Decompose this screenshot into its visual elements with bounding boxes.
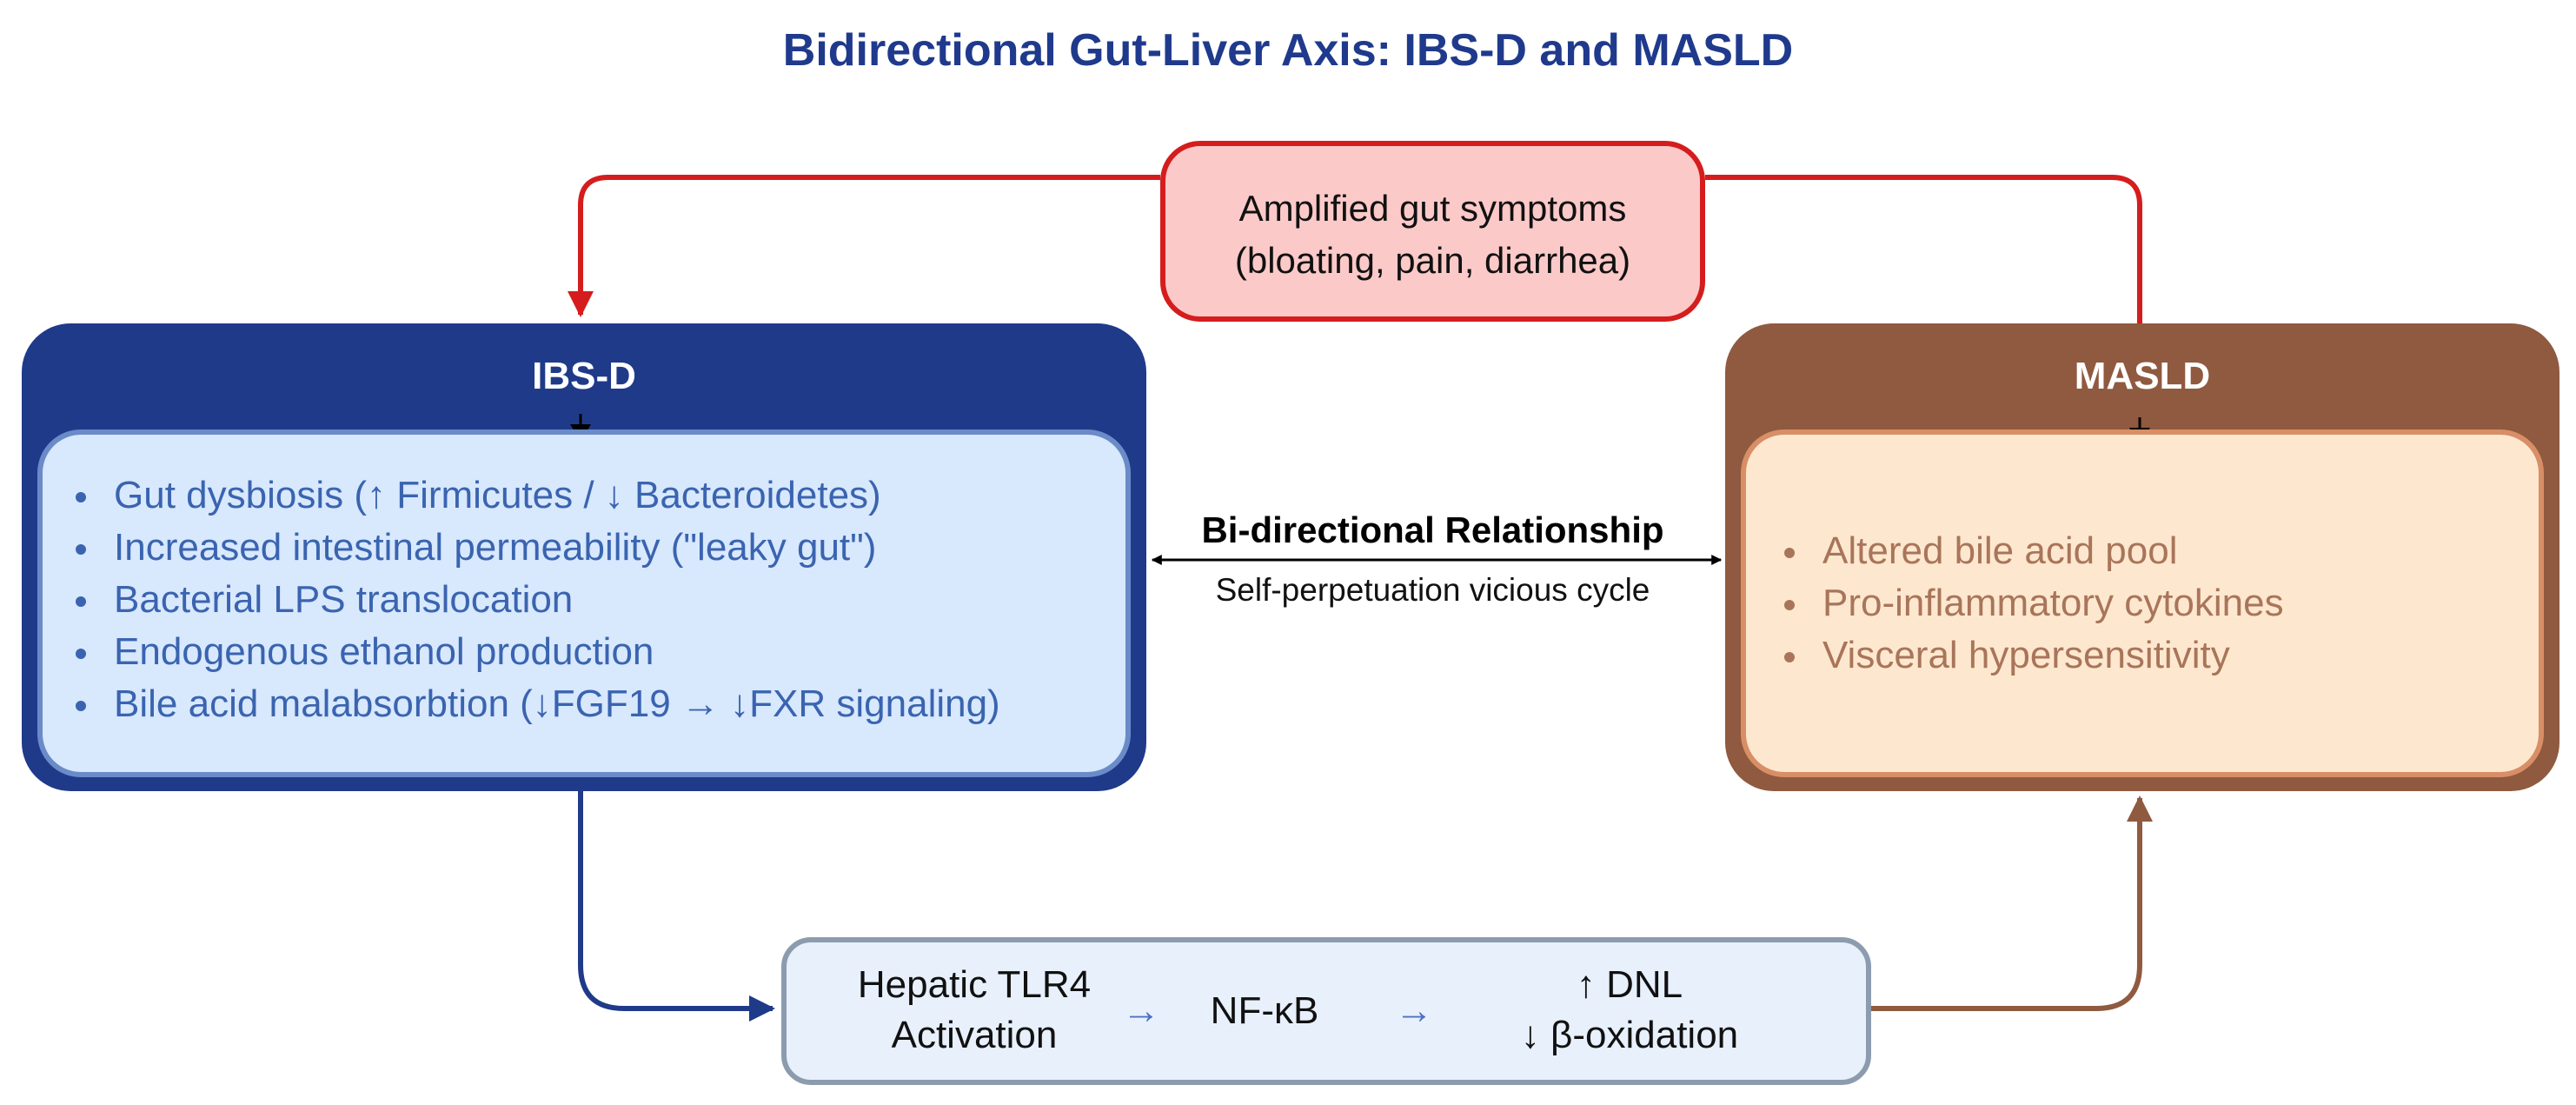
blue-arrow-to-pathway [578,791,775,1022]
ibs-d-panel: IBS-D Gut dysbiosis (↑ Firmicutes / ↓ Ba… [22,323,1146,791]
amplified-symptoms-box: Amplified gut symptoms (bloating, pain, … [1160,141,1705,322]
list-item: Increased intestinal permeability ("leak… [60,522,1000,574]
masld-content-box: Altered bile acid pool Pro-inflammatory … [1741,429,2544,777]
list-item: Visceral hypersensitivity [1769,629,2284,682]
beta-oxidation-line: ↓ β-oxidation [1520,1014,1739,1056]
dnl-oxidation-step: ↑ DNL ↓ β-oxidation [1456,960,1803,1061]
symptoms-line-2: (bloating, pain, diarrhea) [1234,240,1631,281]
hepatic-pathway-box: Hepatic TLR4 Activation → NF-κB → ↑ DNL … [781,937,1871,1085]
nf-kb-step: NF-κB [1210,989,1319,1032]
ibs-d-header: IBS-D [532,355,636,397]
list-item: Bile acid malabsorbtion (↓FGF19 → ↓FXR s… [60,678,1000,730]
masld-header: MASLD [2074,355,2211,397]
dnl-line: ↑ DNL [1576,963,1683,1006]
list-item: Pro-inflammatory cytokines [1769,577,2284,629]
symptoms-line-1: Amplified gut symptoms [1238,188,1627,229]
red-feedback-line-from-masld [1705,175,2142,323]
red-feedback-arrow-to-ibs [568,175,1160,317]
tlr4-activation-step: Hepatic TLR4 Activation [844,960,1105,1061]
diagram-title: Bidirectional Gut-Liver Axis: IBS-D and … [782,25,1794,76]
vicious-cycle-label: Self-perpetuation vicious cycle [1215,572,1650,608]
list-item: Gut dysbiosis (↑ Firmicutes / ↓ Bacteroi… [60,469,1000,522]
masld-panel: MASLD Altered bile acid pool Pro-inflamm… [1725,323,2559,791]
bidirectional-relationship-label: Bi-directional Relationship [1201,509,1664,550]
masld-feature-list: Altered bile acid pool Pro-inflammatory … [1769,525,2284,682]
pathway-arrow-1: → [1122,989,1160,1032]
ibs-d-feature-list: Gut dysbiosis (↑ Firmicutes / ↓ Bacteroi… [60,469,1000,730]
tlr4-line-1: Hepatic TLR4 [857,963,1092,1006]
list-item: Altered bile acid pool [1769,525,2284,577]
list-item: Endogenous ethanol production [60,626,1000,678]
pathway-arrow-2: → [1395,989,1433,1032]
tlr4-line-2: Activation [891,1014,1058,1056]
ibs-d-content-box: Gut dysbiosis (↑ Firmicutes / ↓ Bacteroi… [37,429,1131,777]
brown-arrow-to-masld [1871,795,2153,1011]
list-item: Bacterial LPS translocation [60,574,1000,626]
